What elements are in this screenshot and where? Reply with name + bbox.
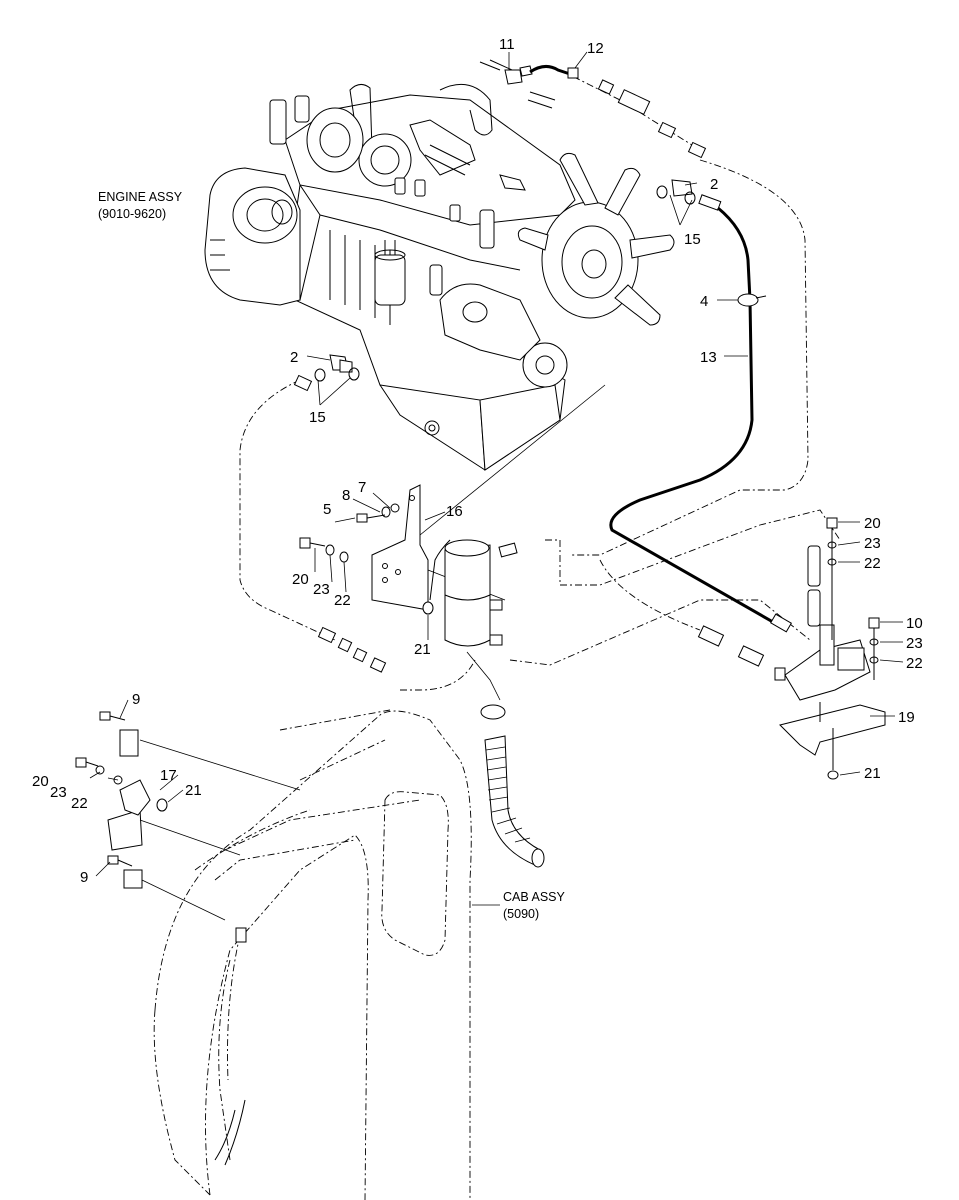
hose-end-fitting: [770, 613, 792, 633]
heater-hose-13: [609, 206, 781, 628]
callout-11: 11: [499, 36, 515, 53]
corrugated-duct: [480, 704, 545, 868]
hose-clamp-4: [737, 293, 767, 307]
cab-clip-lower: [107, 855, 143, 889]
nut-21-right: [827, 770, 839, 780]
callout-2-upper: 2: [710, 176, 718, 193]
callout-10: 10: [906, 615, 923, 632]
part-callouts: 11 12 2 15 4 13 2 15 7 8 5 16 20 23 22 2…: [32, 36, 923, 886]
callout-20-middle: 20: [292, 571, 309, 588]
callout-5: 5: [323, 501, 331, 518]
callout-17: 17: [160, 767, 177, 784]
lower-left-fittings: [317, 626, 387, 673]
callout-23-right-lower: 23: [906, 635, 923, 652]
callout-4: 4: [700, 293, 708, 310]
mounting-bracket-16: [371, 484, 429, 611]
callout-22-middle: 22: [334, 592, 351, 609]
callout-19: 19: [898, 709, 915, 726]
callout-9-lower: 9: [80, 869, 88, 886]
cab-assy-code: (5090): [503, 907, 539, 921]
callout-2-lower: 2: [290, 349, 298, 366]
cab-assembly: [153, 709, 472, 1200]
right-fittings: [697, 545, 821, 681]
cab-assy-title: CAB ASSY: [503, 890, 565, 904]
callout-12: 12: [587, 40, 604, 57]
coolant-filter-canister: [422, 539, 518, 647]
washer-8: [381, 506, 391, 518]
engine-assy-title: ENGINE ASSY: [98, 190, 183, 204]
callout-13: 13: [700, 349, 717, 366]
callout-22-right: 22: [864, 555, 881, 572]
callout-20-right: 20: [864, 515, 881, 532]
callout-22-right-lower: 22: [906, 655, 923, 672]
cab-bracket-17: [107, 779, 168, 851]
water-valve: [784, 624, 871, 701]
callout-21-right: 21: [864, 765, 881, 782]
engine-assembly: [204, 83, 675, 471]
callout-15-upper: 15: [684, 231, 701, 248]
bolt-20-middle: [299, 537, 349, 563]
washer-7: [390, 503, 400, 513]
callout-23-cab: 23: [50, 784, 67, 801]
elbow-hose-12: [529, 65, 579, 79]
cooling-fan: [517, 152, 675, 326]
callout-23-middle: 23: [313, 581, 330, 598]
callout-16: 16: [446, 503, 463, 520]
callout-20-cab: 20: [32, 773, 49, 790]
callout-7: 7: [358, 479, 366, 496]
callout-9-upper: 9: [132, 691, 140, 708]
callout-8: 8: [342, 487, 350, 504]
callout-22-cab: 22: [71, 795, 88, 812]
leader-lines: [89, 51, 904, 906]
assembly-labels: ENGINE ASSY (9010-9620) CAB ASSY (5090): [98, 190, 565, 921]
engine-assy-code: (9010-9620): [98, 207, 166, 221]
cab-bolt-20: [75, 757, 123, 785]
callout-15-lower: 15: [309, 409, 326, 426]
fitting-2-lower: [293, 354, 360, 392]
callout-21-middle: 21: [414, 641, 431, 658]
right-hardware: [826, 517, 880, 680]
callout-23-right: 23: [864, 535, 881, 552]
bolt-5: [356, 513, 386, 523]
hose-routing: [239, 59, 841, 691]
fitting-2-upper: [656, 179, 722, 211]
callout-21-cab: 21: [185, 782, 202, 799]
cab-clip-upper: [99, 711, 139, 757]
tee-fitting-11: [504, 65, 533, 85]
